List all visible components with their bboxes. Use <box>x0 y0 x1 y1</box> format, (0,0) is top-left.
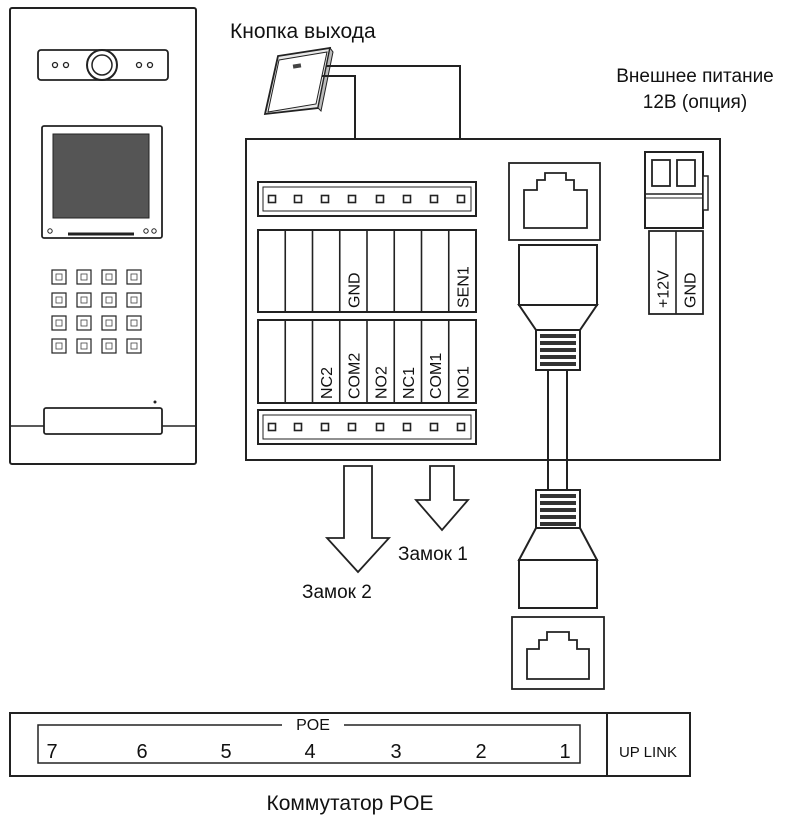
terminal-com1: COM1 <box>428 353 445 399</box>
bottom-terminal-block: NC2 COM2 NO2 NC1 COM1 NO1 <box>257 319 477 404</box>
keypad-key <box>76 315 92 331</box>
screw-terminal <box>402 422 412 432</box>
screw-terminal <box>347 422 357 432</box>
panel-keypad <box>51 269 142 354</box>
power-terminal-gnd: GND <box>683 272 700 308</box>
terminal-nc2: NC2 <box>319 367 336 399</box>
switch-port-4: 4 <box>304 741 315 763</box>
lock1-label: Замок 1 <box>398 544 468 565</box>
poe-switch: POE 7 6 5 4 3 2 1 UP LINK <box>9 712 691 777</box>
keypad-key <box>126 292 142 308</box>
screw-terminal <box>375 194 385 204</box>
switch-port-2: 2 <box>475 741 486 763</box>
keypad-key <box>126 269 142 285</box>
switch-port-5: 5 <box>220 741 231 763</box>
keypad-key <box>76 292 92 308</box>
door-panel <box>9 7 197 465</box>
keypad-key <box>101 269 117 285</box>
screw-terminal <box>320 422 330 432</box>
switch-port-3: 3 <box>390 741 401 763</box>
screw-terminal <box>429 194 439 204</box>
top-terminal-block: GND SEN1 <box>257 229 477 313</box>
switch-port-7: 7 <box>46 741 57 763</box>
keypad-key <box>51 292 67 308</box>
terminal-gnd: GND <box>346 272 363 308</box>
screw-terminal <box>347 194 357 204</box>
power-terminal-12v: +12V <box>656 270 673 308</box>
power-label-line2: 12В (опция) <box>643 92 747 113</box>
panel-screen <box>41 125 163 239</box>
camera-module <box>37 49 169 81</box>
ethernet-cable <box>517 244 599 609</box>
switch-port-1: 1 <box>559 741 570 763</box>
poe-group-label: POE <box>296 717 330 734</box>
keypad-key <box>101 338 117 354</box>
exit-button-label: Кнопка выхода <box>230 20 376 43</box>
screw-terminal <box>429 422 439 432</box>
lock2-arrow <box>324 465 392 574</box>
power-label-line1: Внешнее питание <box>616 66 774 87</box>
switch-port-6: 6 <box>136 741 147 763</box>
screw-terminal <box>267 194 277 204</box>
terminal-no1: NO1 <box>455 366 472 399</box>
keypad-key <box>76 338 92 354</box>
screw-terminal <box>320 194 330 204</box>
power-terminal-labels: +12V GND <box>648 230 704 315</box>
keypad-key <box>126 338 142 354</box>
terminal-com2: COM2 <box>346 353 363 399</box>
screw-terminal <box>456 194 466 204</box>
terminal-sen1: SEN1 <box>455 266 472 308</box>
screw-terminal <box>293 422 303 432</box>
screw-terminal <box>375 422 385 432</box>
keypad-key <box>51 315 67 331</box>
card-reader <box>43 407 163 435</box>
keypad-key <box>51 338 67 354</box>
lock1-arrow <box>414 465 470 532</box>
screw-terminal <box>293 194 303 204</box>
switch-caption: Коммутатор POE <box>266 792 433 815</box>
keypad-key <box>126 315 142 331</box>
terminal-no2: NO2 <box>374 366 391 399</box>
screw-terminal <box>267 422 277 432</box>
keypad-key <box>51 269 67 285</box>
terminal-nc1: NC1 <box>401 367 418 399</box>
power-connector <box>644 151 709 229</box>
keypad-key <box>76 269 92 285</box>
screw-terminal <box>402 194 412 204</box>
exit-button-device <box>263 46 334 116</box>
board-rj45-jack <box>508 162 601 241</box>
screw-terminal <box>456 422 466 432</box>
keypad-key <box>101 292 117 308</box>
uplink-port-label: UP LINK <box>619 744 677 761</box>
switch-rj45-jack <box>511 616 605 690</box>
keypad-key <box>101 315 117 331</box>
bottom-screw-block <box>257 409 477 445</box>
top-screw-block <box>257 181 477 217</box>
lock2-label: Замок 2 <box>302 582 372 603</box>
